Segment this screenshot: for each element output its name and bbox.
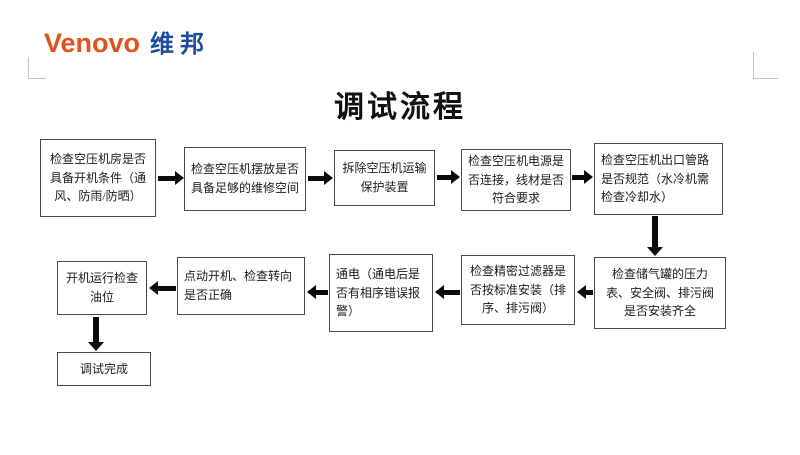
flow-step-8-label: 通电（通电后是否有相序错误报警）: [336, 267, 421, 319]
arrow-right-icon: [158, 171, 184, 185]
flow-step-11-label: 调试完成: [79, 361, 128, 376]
arrow-down-icon: [88, 317, 104, 351]
flow-step-10-label: 开机运行检查油位: [65, 271, 138, 304]
flow-step-11: 调试完成: [57, 352, 151, 386]
flow-step-7: 检查精密过滤器是否按标准安装（排序、排污阀）: [461, 255, 575, 325]
flow-step-4-label: 检查空压机电源是否连接，线材是否符合要求: [468, 154, 565, 206]
flow-step-2-label: 检查空压机摆放是否具备足够的维修空间: [191, 162, 300, 195]
flow-step-10: 开机运行检查油位: [57, 261, 147, 315]
brand-logo-latin: Venovo: [44, 28, 141, 58]
flow-step-6: 检查储气罐的压力表、安全阀、排污阀是否安装齐全: [594, 257, 726, 329]
arrow-right-icon: [437, 170, 460, 184]
flow-step-9-label: 点动开机、检查转向是否正确: [184, 269, 293, 302]
flow-step-9: 点动开机、检查转向是否正确: [177, 257, 305, 315]
flow-step-8: 通电（通电后是否有相序错误报警）: [329, 254, 433, 332]
flow-step-5-label: 检查空压机出口管路是否规范（水冷机需检查冷却水）: [601, 153, 710, 205]
arrow-right-icon: [308, 171, 333, 185]
flow-step-5: 检查空压机出口管路是否规范（水冷机需检查冷却水）: [594, 143, 723, 215]
arrow-left-icon: [435, 285, 460, 299]
flow-step-3-label: 拆除空压机运输保护装置: [342, 161, 427, 194]
page-title: 调试流程: [334, 91, 466, 124]
arrow-left-icon: [149, 281, 176, 295]
arrow-left-icon: [577, 285, 593, 299]
flow-step-3: 拆除空压机运输保护装置: [334, 150, 435, 206]
arrow-right-icon: [572, 170, 593, 184]
arrow-left-icon: [307, 285, 328, 299]
flow-step-2: 检查空压机摆放是否具备足够的维修空间: [184, 147, 306, 211]
flow-step-1-label: 检查空压机房是否具备开机条件（通风、防雨/防晒）: [49, 152, 146, 204]
flow-step-1: 检查空压机房是否具备开机条件（通风、防雨/防晒）: [40, 139, 156, 217]
arrow-down-icon: [647, 216, 663, 256]
flow-step-4: 检查空压机电源是否连接，线材是否符合要求: [461, 149, 571, 211]
brand-logo: Venovo 维邦: [44, 24, 210, 59]
corner-mark-right-icon: [753, 52, 778, 79]
corner-mark-left-icon: [28, 57, 46, 79]
flow-step-6-label: 检查储气罐的压力表、安全阀、排污阀是否安装齐全: [605, 267, 714, 319]
flow-step-7-label: 检查精密过滤器是否按标准安装（排序、排污阀）: [469, 264, 566, 316]
brand-logo-chinese: 维邦: [150, 31, 211, 58]
